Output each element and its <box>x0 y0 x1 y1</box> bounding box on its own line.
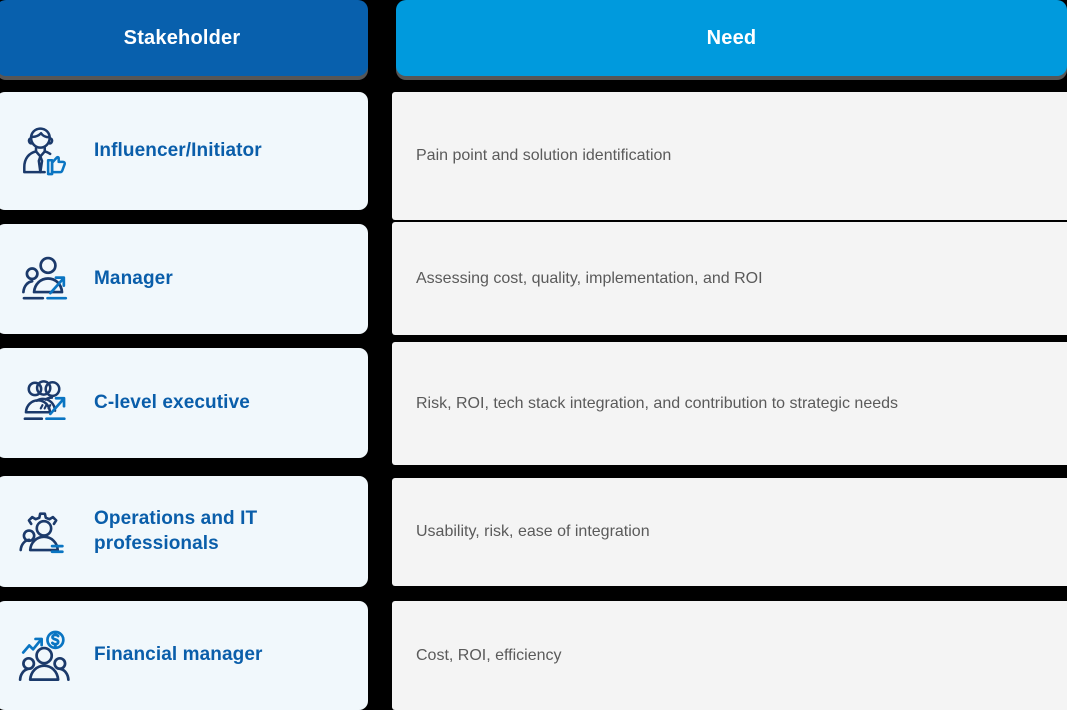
table-header-row: Stakeholder Need <box>0 0 1067 76</box>
stakeholder-label: Financial manager <box>94 644 263 666</box>
need-cell: Usability, risk, ease of integration <box>392 478 1067 586</box>
stakeholder-label: Manager <box>94 267 173 289</box>
need-text: Assessing cost, quality, implementation,… <box>416 269 763 287</box>
need-text: Cost, ROI, efficiency <box>416 646 562 664</box>
stakeholder-cell: C-level executive <box>0 348 368 458</box>
group-dollar-trend-icon <box>18 630 70 681</box>
need-cell: Assessing cost, quality, implementation,… <box>392 222 1067 335</box>
need-cell: Risk, ROI, tech stack integration, and c… <box>392 342 1067 465</box>
person-tie-thumbsup-icon <box>23 127 67 176</box>
header-label-need: Need <box>706 26 757 49</box>
stakeholder-cell: Influencer/Initiator <box>0 92 368 210</box>
need-text: Usability, risk, ease of integration <box>416 523 650 541</box>
need-cell: Pain point and solution identification <box>392 92 1067 220</box>
header-cell-need: Need <box>396 0 1067 76</box>
need-text: Risk, ROI, tech stack integration, and c… <box>416 394 899 412</box>
group-three-arrow-icon <box>23 380 66 421</box>
header-label-stakeholder: Stakeholder <box>123 26 241 49</box>
need-text: Pain point and solution identification <box>416 147 672 165</box>
two-people-arrow-icon <box>22 256 68 300</box>
stakeholder-cell: Financial manager <box>0 601 368 710</box>
person-gear-icon <box>19 511 64 553</box>
header-cell-stakeholder: Stakeholder <box>0 0 368 76</box>
stakeholder-label: Influencer/Initiator <box>94 139 262 161</box>
need-cell: Cost, ROI, efficiency <box>392 601 1067 710</box>
stakeholder-label: Operations and IT professionals <box>94 508 258 554</box>
stakeholder-label: C-level executive <box>94 391 250 413</box>
stakeholder-cell: Manager <box>0 224 368 334</box>
stakeholder-cell: Operations and IT professionals <box>0 476 368 587</box>
